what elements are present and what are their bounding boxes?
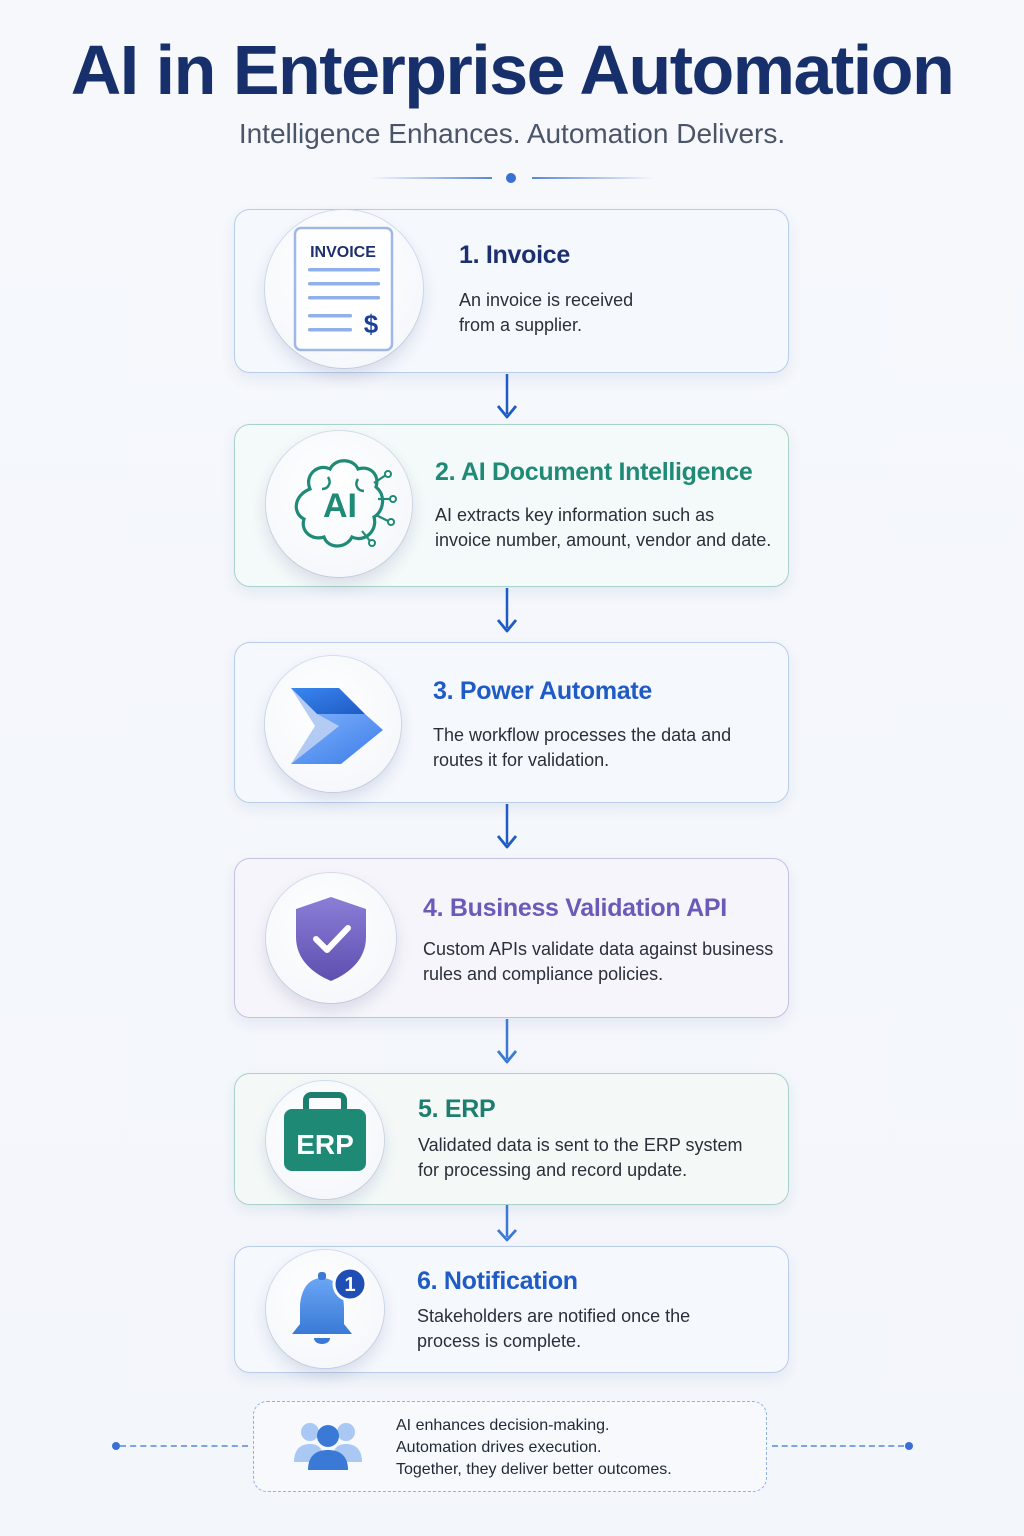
svg-text:$: $: [364, 309, 379, 339]
svg-text:AI: AI: [323, 487, 357, 525]
step-title: 5. ERP: [418, 1095, 496, 1123]
step-description: AI extracts key information such as invo…: [435, 505, 772, 550]
notification-badge: 1: [266, 1250, 384, 1368]
ai-badge: AI: [266, 431, 412, 577]
flow-arrow: [495, 374, 519, 422]
flow-arrow: [495, 804, 519, 852]
step-title: 3. Power Automate: [433, 677, 653, 705]
step-title: 2. AI Document Intelligence: [435, 458, 753, 486]
footer-text: AI enhances decision-making. Automation …: [396, 1417, 672, 1478]
svg-text:INVOICE: INVOICE: [310, 244, 376, 261]
page-subtitle: Intelligence Enhances. Automation Delive…: [238, 118, 786, 149]
step-description: The workflow processes the data and rout…: [433, 725, 732, 770]
step-title: 1. Invoice: [459, 241, 570, 269]
erp-briefcase-icon: ERP: [284, 1092, 366, 1171]
step-description: An invoice is received from a supplier.: [459, 290, 634, 335]
flow-arrow: [495, 1019, 519, 1067]
invoice-badge: INVOICE $: [265, 210, 423, 368]
step-title: 4. Business Validation API: [423, 894, 727, 922]
step-title: 6. Notification: [417, 1267, 578, 1295]
step-description: Validated data is sent to the ERP system…: [418, 1135, 743, 1180]
svg-text:1: 1: [344, 1274, 355, 1296]
shield-check-icon: [296, 897, 366, 981]
power-automate-icon: [291, 688, 383, 764]
page-title: AI in Enterprise Automation: [70, 31, 955, 109]
flow-arrow: [495, 1205, 519, 1245]
connector-dot: [905, 1442, 913, 1450]
erp-badge: ERP: [266, 1081, 384, 1199]
people-group-icon: [294, 1423, 362, 1470]
invoice-document-icon: INVOICE $: [293, 226, 394, 352]
step-description: Stakeholders are notified once the proce…: [417, 1306, 691, 1351]
step-description: Custom APIs validate data against busine…: [423, 939, 774, 984]
ai-brain-icon: AI: [294, 459, 397, 548]
footer-connector-left: [120, 1445, 248, 1447]
connector-dot: [112, 1442, 120, 1450]
notification-bell-icon: 1: [292, 1266, 368, 1344]
flow-arrow: [495, 588, 519, 636]
title-divider: [370, 170, 654, 186]
power-automate-badge: [265, 656, 401, 792]
svg-text:ERP: ERP: [296, 1129, 354, 1160]
validation-badge: [266, 873, 396, 1003]
footer-connector-right: [772, 1445, 904, 1447]
